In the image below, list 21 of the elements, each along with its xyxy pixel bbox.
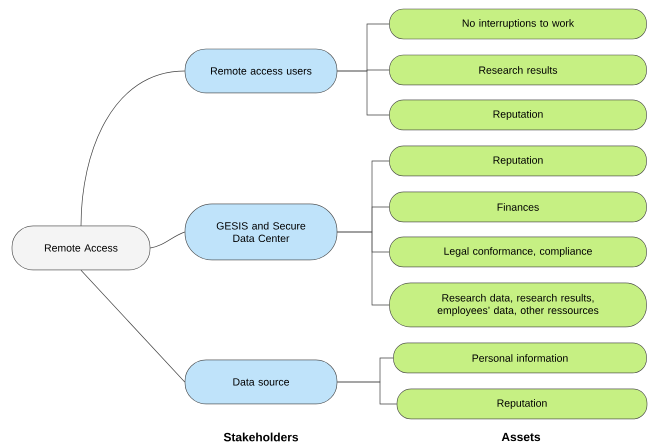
column-heading: Assets — [502, 432, 540, 442]
connector-line — [336, 70, 390, 116]
root-node: Remote Access — [12, 226, 150, 270]
asset-box: Research results — [389, 54, 647, 86]
asset-box: Research data, research results, employees’ data, other ressources — [389, 282, 647, 328]
asset-box: Reputation — [389, 100, 647, 130]
stakeholder-box: Data source — [184, 360, 338, 404]
asset-box: Personal information — [393, 342, 647, 374]
connector-line — [336, 232, 390, 306]
asset-box: Finances — [389, 192, 647, 222]
connector-line — [80, 270, 186, 382]
asset-box: No interruptions to work — [389, 8, 647, 40]
connector-line — [80, 70, 186, 226]
asset-box: Reputation — [396, 388, 648, 420]
connector-line — [150, 232, 186, 248]
asset-box: Legal conformance, compliance — [389, 236, 647, 268]
stakeholder-box: GESIS and Secure Data Center — [184, 204, 338, 260]
connector-line — [336, 382, 398, 404]
column-heading: Stakeholders — [224, 432, 298, 442]
stakeholder-box: Remote access users — [184, 48, 338, 94]
asset-box: Reputation — [389, 146, 647, 176]
